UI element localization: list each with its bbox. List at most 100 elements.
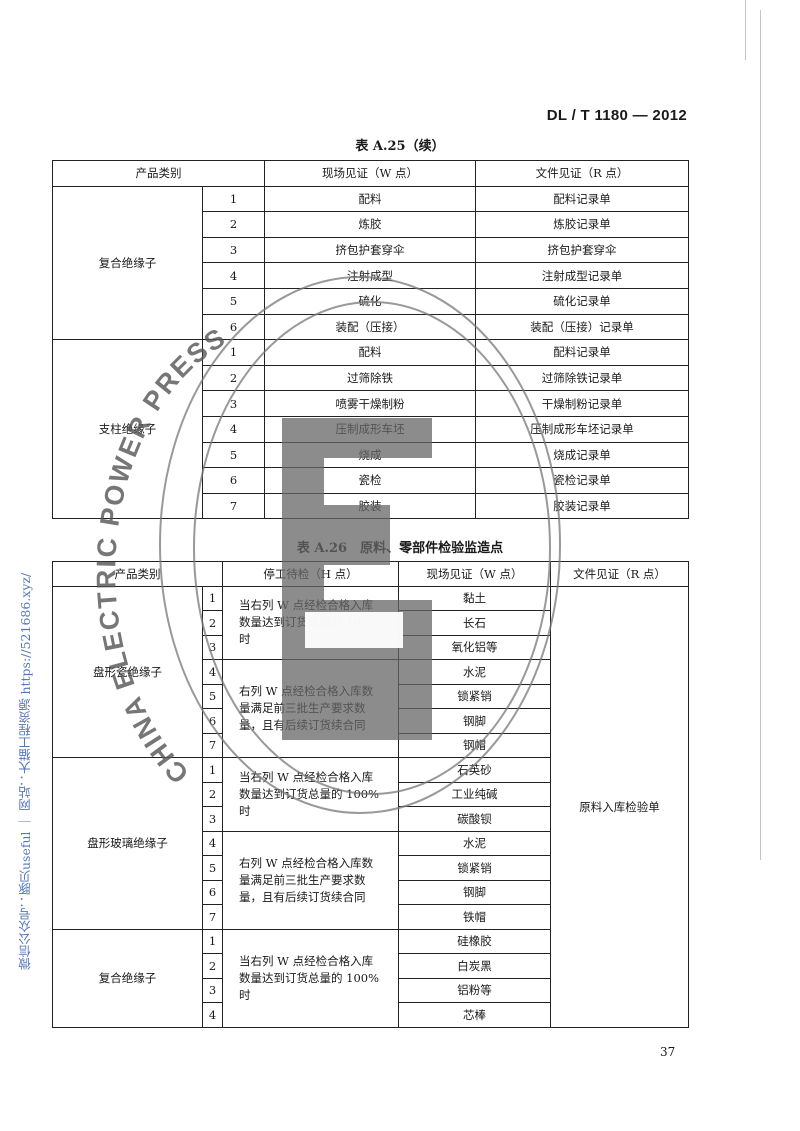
w-cell: 硫化 [264, 287, 476, 315]
r-cell: 过筛除铁记录单 [475, 364, 689, 392]
r-cell: 注射成型记录单 [475, 262, 689, 289]
page-number: 37 [660, 1045, 676, 1059]
row-number: 2 [202, 610, 223, 636]
r-cell: 硫化记录单 [475, 287, 689, 315]
w-cell: 芯棒 [398, 1002, 551, 1028]
row-number: 5 [202, 683, 223, 709]
r-cell: 压制成形车坯记录单 [475, 415, 689, 443]
row-number: 4 [202, 1002, 223, 1028]
row-number: 7 [202, 492, 265, 520]
h-point-cell: 右列 W 点经检合格入库数量满足前三批生产要求数量，且有后续订货续合同 [222, 830, 399, 930]
r-cell: 配料记录单 [475, 185, 689, 213]
row-number: 4 [202, 659, 223, 685]
w-cell: 压制成形车坯 [264, 415, 476, 443]
row-number: 2 [202, 364, 265, 392]
scan-edge-right [760, 10, 761, 860]
table-row: 2 炼胶 炼胶记录单 [53, 211, 689, 238]
row-number: 1 [202, 585, 223, 611]
w-cell: 配料 [264, 185, 476, 213]
header-r: 文件见证（R 点） [475, 160, 689, 187]
w-cell: 长石 [398, 610, 551, 636]
row-number: 1 [202, 185, 265, 213]
r-cell: 烧成记录单 [475, 441, 689, 469]
table-a26: 产品类别 停工待检（H 点） 现场见证（W 点） 文件见证（R 点） 盘形瓷绝缘… [52, 561, 689, 1028]
row-number: 1 [202, 757, 223, 783]
w-cell: 胶装 [264, 492, 476, 520]
w-cell: 装配（压接） [264, 313, 476, 341]
h-point-cell: 当右列 W 点经检合格入库数量达到订货总量的 100%时 [222, 928, 399, 1028]
row-number: 2 [202, 211, 265, 238]
category-cell: 盘形瓷绝缘子 [52, 585, 203, 758]
table-row: 6 钢脚 [53, 879, 689, 905]
w-cell: 烧成 [264, 441, 476, 469]
r-cell: 干燥制粉记录单 [475, 390, 689, 417]
w-cell: 氧化铝等 [398, 634, 551, 660]
row-number: 6 [202, 313, 265, 341]
row-number: 3 [202, 806, 223, 832]
w-cell: 喷雾干燥制粉 [264, 390, 476, 417]
w-cell: 挤包护套穿伞 [264, 236, 476, 264]
w-cell: 瓷检 [264, 467, 476, 494]
side-watermark: 微信公众号：豚贝useful ｜ 网站：大猫工程资源 https://52168… [18, 572, 33, 970]
h-point-cell: 当右列 W 点经检合格入库数量达到订货总量的 100%时 [222, 757, 399, 832]
w-cell: 白炭黑 [398, 953, 551, 979]
standard-code: DL / T 1180 — 2012 [546, 107, 687, 124]
row-number: 4 [202, 830, 223, 856]
r-cell: 炼胶记录单 [475, 211, 689, 238]
table-a25: 产品类别 现场见证（W 点） 文件见证（R 点） 复合绝缘子 1 配料 配料记录… [52, 160, 689, 520]
w-cell: 炼胶 [264, 211, 476, 238]
w-cell: 配料 [264, 339, 476, 366]
header-w: 现场见证（W 点） [398, 561, 551, 587]
table-row: 4 芯棒 [53, 1002, 689, 1028]
table-header-row: 产品类别 现场见证（W 点） 文件见证（R 点） [52, 160, 689, 187]
category-cell: 盘形玻璃绝缘子 [52, 757, 203, 930]
table-row: 盘形瓷绝缘子 1 当右列 W 点经检合格入库数量达到订货总量的 100%时 黏土… [52, 585, 689, 1028]
row-number: 2 [202, 781, 223, 807]
r-cell: 胶装记录单 [475, 492, 689, 520]
row-number: 5 [202, 441, 265, 469]
w-cell: 铝粉等 [398, 977, 551, 1003]
row-number: 1 [202, 339, 265, 366]
w-cell: 水泥 [398, 830, 551, 856]
row-number: 3 [202, 977, 223, 1003]
row-number: 3 [202, 390, 265, 417]
table-header-row: 产品类别 停工待检（H 点） 现场见证（W 点） 文件见证（R 点） [52, 561, 689, 587]
w-cell: 钢帽 [398, 732, 551, 758]
w-cell: 碳酸钡 [398, 806, 551, 832]
w-cell: 硅橡胶 [398, 928, 551, 954]
scan-edge-top [745, 0, 746, 60]
h-point-cell: 右列 W 点经检合格入库数量满足前三批生产要求数量，且有后续订货续合同 [222, 659, 399, 758]
row-number: 6 [202, 879, 223, 905]
row-number: 3 [202, 236, 265, 264]
row-number: 1 [202, 928, 223, 954]
h-point-cell: 当右列 W 点经检合格入库数量达到订货总量的 100%时 [222, 585, 399, 660]
w-cell: 水泥 [398, 659, 551, 685]
w-cell: 工业纯碱 [398, 781, 551, 807]
w-cell: 锁紧销 [398, 683, 551, 709]
header-category: 产品类别 [52, 561, 223, 587]
category-cell: 复合绝缘子 [52, 928, 203, 1028]
r-cell: 瓷检记录单 [475, 467, 689, 494]
r-cell: 配料记录单 [475, 339, 689, 366]
w-cell: 过筛除铁 [264, 364, 476, 392]
table-row: 支柱绝缘子 1 配料 配料记录单 [52, 339, 689, 520]
row-number: 2 [202, 953, 223, 979]
w-cell: 锁紧销 [398, 855, 551, 881]
header-h: 停工待检（H 点） [222, 561, 399, 587]
table-a25-caption: 表 A.25（续） [355, 139, 445, 154]
table-a26-caption: 表 A.26 原料、零部件检验监造点 [296, 541, 504, 556]
row-number: 4 [202, 262, 265, 289]
r-cell: 原料入库检验单 [550, 585, 689, 1028]
header-w: 现场见证（W 点） [264, 160, 476, 187]
r-cell: 装配（压接）记录单 [475, 313, 689, 341]
r-cell: 挤包护套穿伞 [475, 236, 689, 264]
row-number: 6 [202, 708, 223, 734]
row-number: 4 [202, 415, 265, 443]
row-number: 5 [202, 287, 265, 315]
row-number: 7 [202, 904, 223, 930]
w-cell: 石英砂 [398, 757, 551, 783]
category-cell: 复合绝缘子 [52, 185, 203, 341]
category-cell: 支柱绝缘子 [52, 339, 203, 520]
row-number: 7 [202, 732, 223, 758]
row-number: 6 [202, 467, 265, 494]
